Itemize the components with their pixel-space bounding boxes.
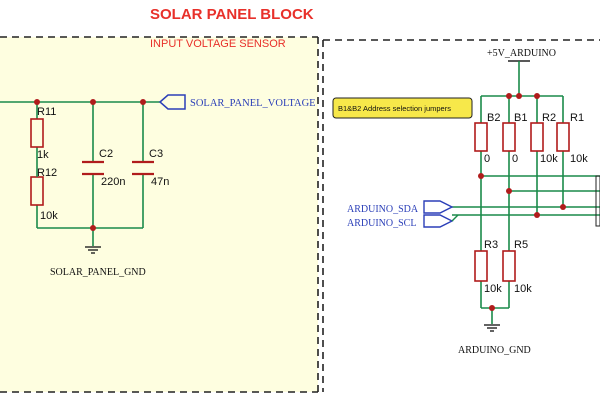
input-voltage-sensor-panel <box>0 36 319 393</box>
input-voltage-sensor-label: INPUT VOLTAGE SENSOR <box>150 38 286 50</box>
note-text: B1&B2 Address selection jumpers <box>338 104 451 113</box>
b1-value: 0 <box>512 153 518 165</box>
note-address-jumpers: B1&B2 Address selection jumpers <box>332 97 473 119</box>
junction-dot <box>506 188 512 194</box>
solar-panel-gnd-label: SOLAR_PANEL_GND <box>50 267 146 278</box>
scl-port-lead <box>451 214 459 222</box>
junction-dot <box>34 99 40 105</box>
sda-port: ARDUINO_SDA <box>347 200 454 215</box>
r2-ref: R2 <box>542 112 556 124</box>
r12-value: 10k <box>40 210 58 222</box>
r12-ref: R12 <box>37 167 57 179</box>
r3-ref: R3 <box>484 239 498 251</box>
right-junctions <box>478 93 566 311</box>
r1-ref: R1 <box>570 112 584 124</box>
arduino-sda-label: ARDUINO_SDA <box>347 204 419 215</box>
junction-dot <box>506 93 512 99</box>
r3-value: 10k <box>484 283 502 295</box>
solar-panel-voltage-port: SOLAR_PANEL_VOLTAGE <box>158 94 316 110</box>
left-panel-background <box>0 37 318 392</box>
capacitor-c3 <box>132 160 154 176</box>
note-box <box>332 97 473 119</box>
jumper-b2 <box>474 122 488 152</box>
junction-dot <box>516 93 522 99</box>
b2-ref: B2 <box>487 112 500 124</box>
arduino-i2c-panel <box>322 39 600 392</box>
port-arrow-icon <box>158 94 186 110</box>
right-ground-symbol <box>484 324 500 332</box>
offscreen-connector-stub <box>595 175 600 227</box>
r5-value: 10k <box>514 283 532 295</box>
left-junctions <box>34 99 146 231</box>
r11-ref: R11 <box>37 106 56 118</box>
arduino-scl-label: ARDUINO_SCL <box>347 218 416 229</box>
r1-value: 10k <box>570 153 588 165</box>
junction-dot <box>140 99 146 105</box>
scl-port: ARDUINO_SCL <box>347 214 459 229</box>
junction-dot <box>478 173 484 179</box>
jumper-b1 <box>502 122 516 152</box>
r5-ref: R5 <box>514 239 528 251</box>
junction-dot <box>560 204 566 210</box>
resistor-r2 <box>530 122 544 152</box>
c2-value: 220n <box>101 176 125 188</box>
junction-dot <box>534 212 540 218</box>
c2-ref: C2 <box>99 148 113 160</box>
resistor-r5 <box>502 250 516 282</box>
solar-panel-voltage-label: SOLAR_PANEL_VOLTAGE <box>190 98 316 109</box>
right-resistors <box>474 122 570 282</box>
left-component-labels: R11 1k R12 10k C2 220n C3 47n <box>37 106 169 222</box>
port-arrow-icon <box>423 214 454 228</box>
resistor-r11 <box>30 118 44 148</box>
left-ground-symbol <box>85 246 101 254</box>
resistor-r3 <box>474 250 488 282</box>
arduino-gnd-label: ARDUINO_GND <box>458 345 531 356</box>
plus-5v-arduino-label: +5V_ARDUINO <box>487 48 556 59</box>
junction-dot <box>489 305 495 311</box>
port-arrow-icon <box>423 200 454 214</box>
c3-ref: C3 <box>149 148 163 160</box>
right-component-labels: B2 0 B1 0 R2 10k R1 10k R3 10k R5 10k <box>484 112 588 295</box>
junction-dot <box>90 99 96 105</box>
b1-ref: B1 <box>514 112 527 124</box>
junction-dot <box>534 93 540 99</box>
r11-value: 1k <box>37 149 49 161</box>
block-title: SOLAR PANEL BLOCK <box>150 6 314 23</box>
right-wires <box>452 61 600 324</box>
b2-value: 0 <box>484 153 490 165</box>
c3-value: 47n <box>151 176 169 188</box>
capacitor-c2 <box>82 160 104 176</box>
r2-value: 10k <box>540 153 558 165</box>
junction-dot <box>90 225 96 231</box>
resistor-r1 <box>556 122 570 152</box>
